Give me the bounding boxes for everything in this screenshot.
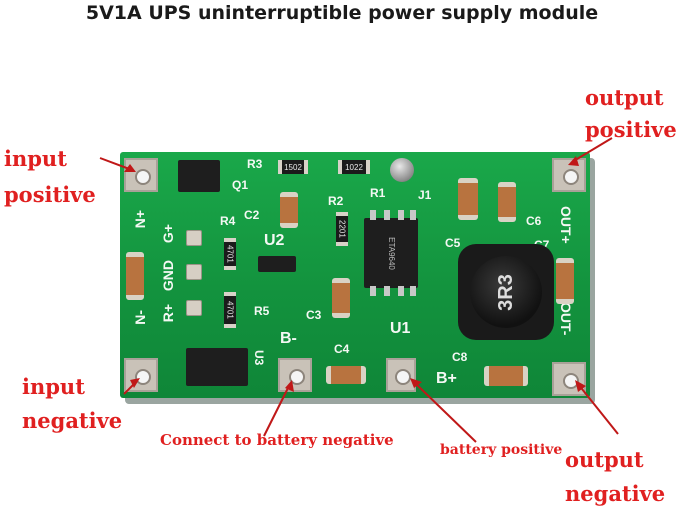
arrowhead-output-positive xyxy=(568,156,579,166)
ref-r3: R3 xyxy=(247,157,263,171)
ref-c5: C5 xyxy=(445,236,461,250)
ref-c3: C3 xyxy=(306,308,322,322)
ref-r2: R2 xyxy=(328,194,344,208)
ref-u2: U2 xyxy=(264,232,285,249)
c3-capacitor xyxy=(332,278,350,318)
silk-out-plus: OUT+ xyxy=(558,206,574,244)
label-output-negative-line1: output xyxy=(565,447,644,472)
pad-battery-negative xyxy=(278,358,312,392)
u1-leg xyxy=(370,286,376,296)
ref-r5: R5 xyxy=(254,304,270,318)
r3-resistor: 1502 xyxy=(278,160,308,174)
r1-resistor: 1022 xyxy=(338,160,370,174)
arrow-battery-negative xyxy=(263,383,291,437)
u1-leg xyxy=(398,210,404,220)
c8-capacitor xyxy=(484,366,528,386)
ref-q1: Q1 xyxy=(232,178,249,192)
inductor: 3R3 xyxy=(458,244,554,340)
u1-leg xyxy=(410,286,416,296)
ref-j1: J1 xyxy=(418,188,432,202)
arrow-input-positive xyxy=(99,157,133,171)
header-pad-r-plus xyxy=(186,300,202,316)
arrowhead-output-negative xyxy=(575,380,586,392)
label-input-negative: input negative xyxy=(22,374,123,434)
pad-output-positive xyxy=(552,158,586,192)
page-title: 5V1A UPS uninterruptible power supply mo… xyxy=(85,2,599,24)
arrow-output-negative xyxy=(577,383,619,435)
label-battery-negative: Connect to battery negative xyxy=(160,431,394,449)
inductor-core: 3R3 xyxy=(470,256,542,328)
ref-c2: C2 xyxy=(244,208,260,222)
header-pad-gnd xyxy=(186,264,202,280)
c6-capacitor xyxy=(498,182,516,222)
label-input-negative-line2: negative xyxy=(22,408,123,434)
u2-diode xyxy=(258,256,296,272)
pad-output-negative xyxy=(552,362,586,396)
u1-leg xyxy=(384,210,390,220)
c4-capacitor xyxy=(326,366,366,384)
label-output-positive-line2: positive xyxy=(585,117,677,143)
ref-c6: C6 xyxy=(526,214,542,228)
arrowhead-input-positive xyxy=(124,164,136,172)
ref-u3: U3 xyxy=(252,350,266,366)
ref-c4: C4 xyxy=(334,342,350,356)
u1-leg xyxy=(410,210,416,220)
ref-r4: R4 xyxy=(220,214,236,228)
arrowhead-battery-positive xyxy=(410,378,422,388)
label-input-positive: input positive xyxy=(4,146,96,208)
label-input-positive-line2: positive xyxy=(4,182,96,208)
label-battery-positive: battery positive xyxy=(440,442,563,458)
label-output-positive: output positive xyxy=(585,85,677,143)
silk-b-plus: B+ xyxy=(436,370,457,387)
led xyxy=(390,158,414,182)
label-input-positive-line1: input xyxy=(4,146,67,171)
silk-b-minus: B- xyxy=(280,330,297,347)
c7-capacitor xyxy=(556,258,574,304)
pcb-board: N+ N- G+ GND R+ OUT+ OUT- B- B+ R3 Q1 R1… xyxy=(120,152,590,398)
arrow-output-positive xyxy=(571,137,613,163)
q1-transistor xyxy=(178,160,220,192)
ref-r1: R1 xyxy=(370,186,386,200)
c5-capacitor xyxy=(458,178,478,220)
ref-c8: C8 xyxy=(452,350,468,364)
pad-input-positive xyxy=(124,158,158,192)
u1-ic: ETA9640 xyxy=(364,218,418,288)
label-output-negative-line2: negative xyxy=(565,481,666,507)
pad-input-negative xyxy=(124,358,158,392)
arrowhead-battery-negative xyxy=(285,380,294,392)
r2-resistor: 2201 xyxy=(336,212,348,246)
r5-resistor: 4701 xyxy=(224,292,236,328)
arrowhead-input-negative xyxy=(130,378,140,388)
ref-u1: U1 xyxy=(390,320,411,337)
silk-out-minus: OUT- xyxy=(558,302,574,336)
u3-ic xyxy=(186,348,248,386)
r4-resistor: 4701 xyxy=(224,238,236,270)
label-output-negative: output negative xyxy=(565,447,666,507)
u1-leg xyxy=(370,210,376,220)
label-output-positive-line1: output xyxy=(585,85,664,110)
label-input-negative-line1: input xyxy=(22,374,85,399)
c2-capacitor xyxy=(280,192,298,228)
u1-leg xyxy=(384,286,390,296)
pad-battery-positive xyxy=(386,358,416,392)
u1-leg xyxy=(398,286,404,296)
input-capacitor xyxy=(126,252,144,300)
header-pad-g-plus xyxy=(186,230,202,246)
arrow-battery-positive xyxy=(413,381,477,443)
